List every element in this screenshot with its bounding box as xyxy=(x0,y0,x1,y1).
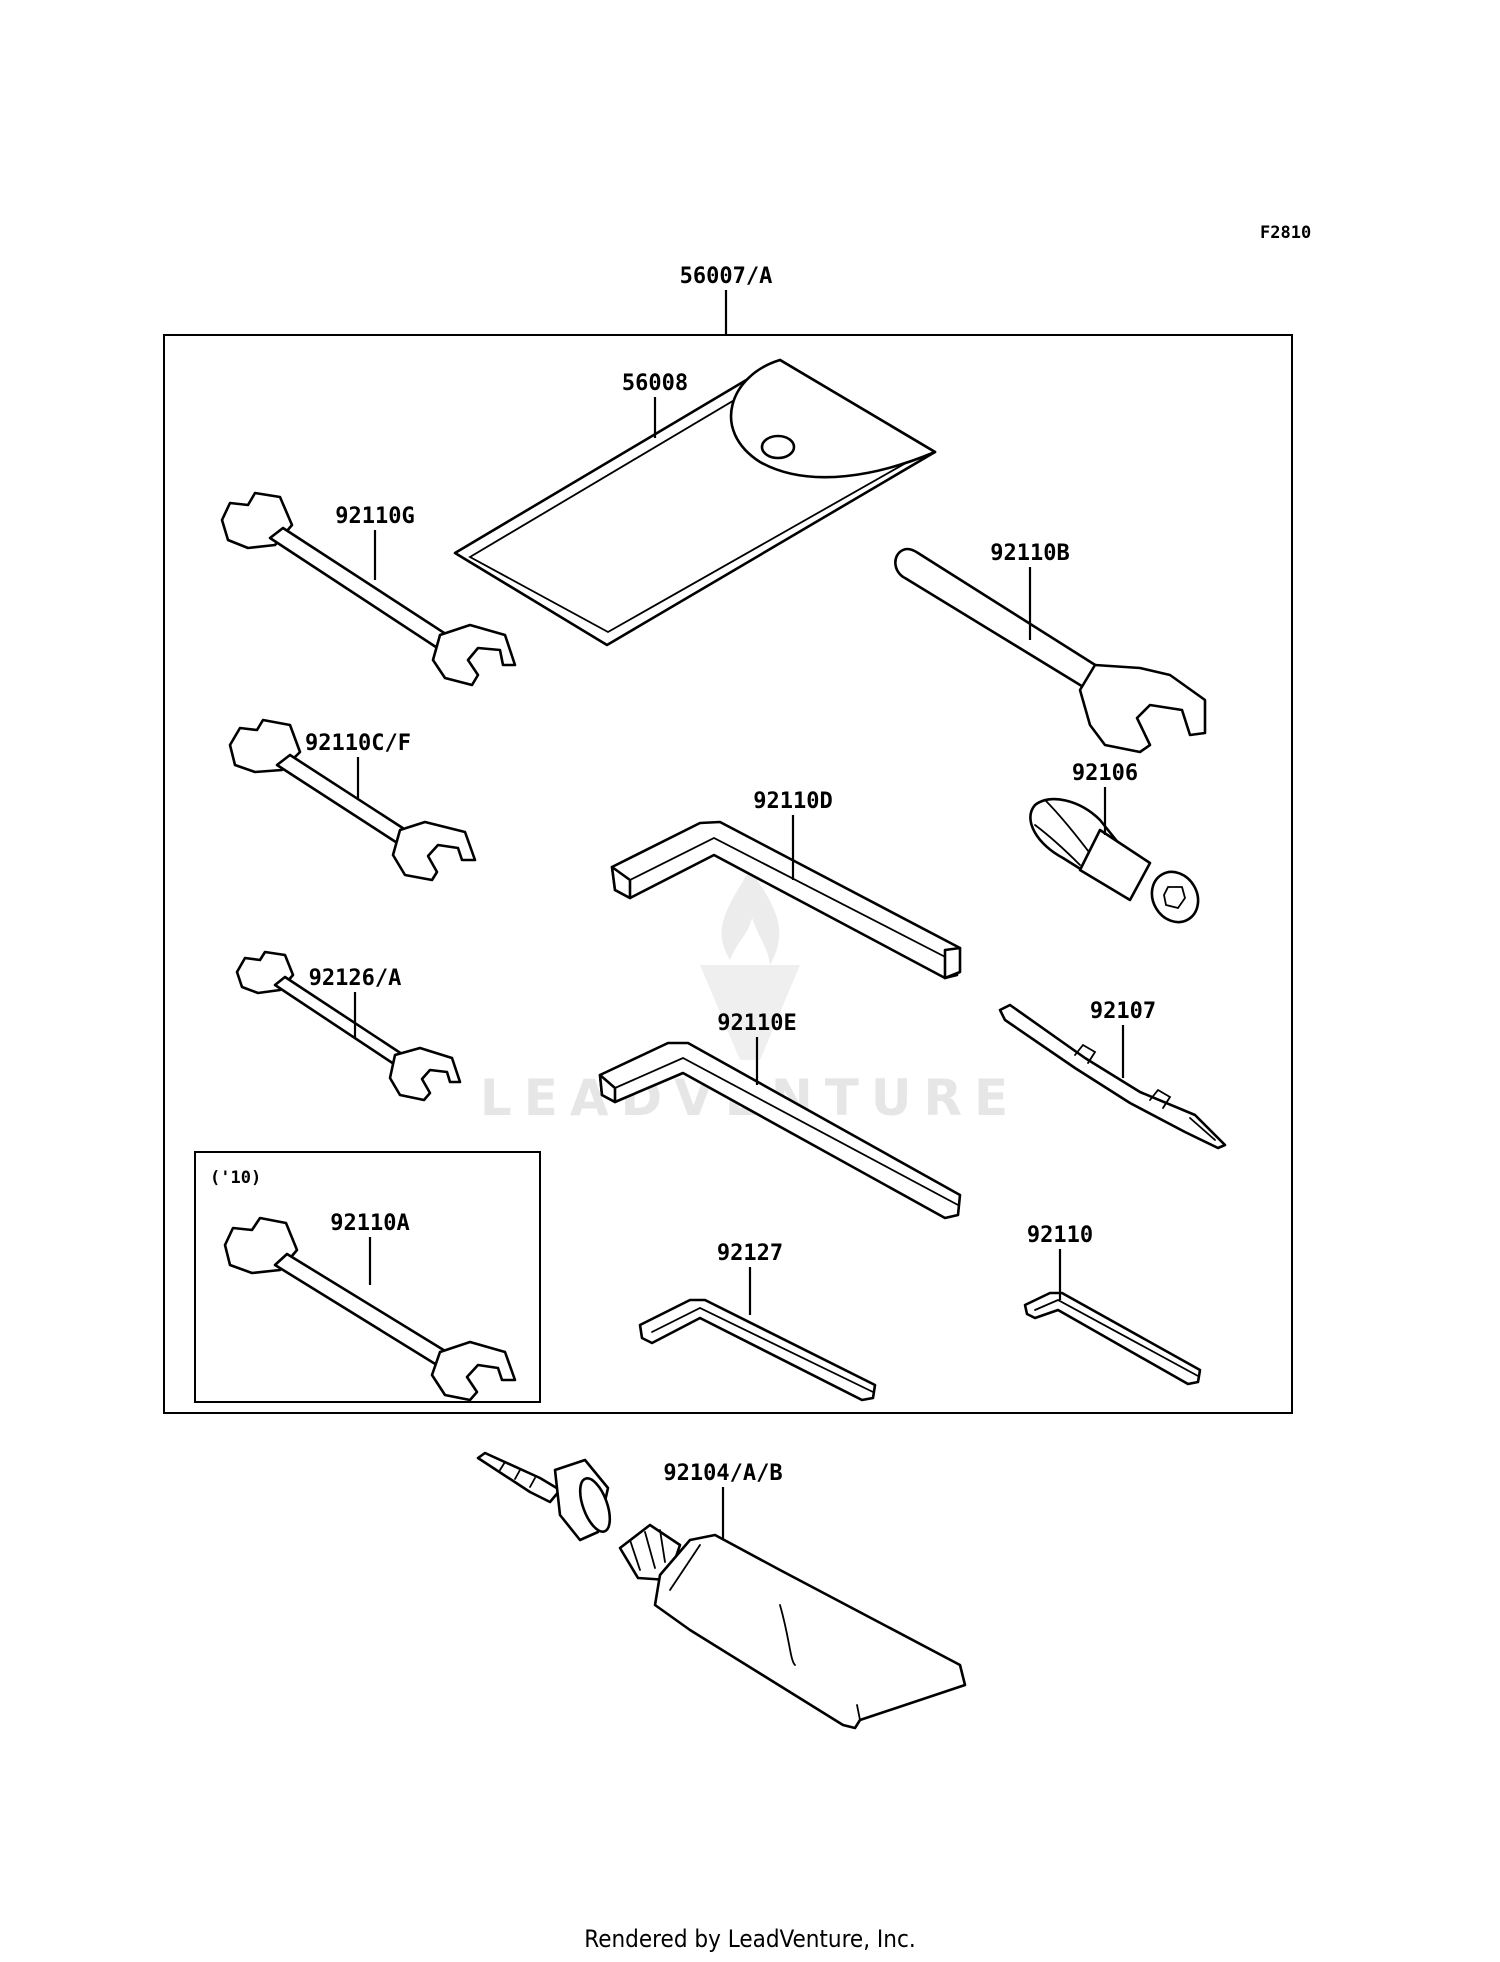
tube-nozzle-cap-opening xyxy=(578,1477,612,1533)
hex-key-92110: 92110 xyxy=(1023,1223,1202,1386)
wrench-cf-head-left xyxy=(228,718,302,774)
wrench-92110g: 92110G xyxy=(220,491,517,687)
wrench-b-handle xyxy=(894,547,1102,690)
wrench-92110cf: 92110C/F xyxy=(228,718,477,882)
hex-d-edge xyxy=(629,836,958,964)
figure-code: F2810 xyxy=(1260,223,1311,243)
wrench-cf-head-right xyxy=(391,820,477,882)
sub-box-frame xyxy=(194,1151,541,1403)
hex-d-end-short xyxy=(610,865,632,900)
label-wrench-b: 92110B xyxy=(990,541,1069,566)
pouch-body xyxy=(453,358,937,647)
tube-cap-ribs xyxy=(629,1529,666,1571)
label-wrench-cf: 92110C/F xyxy=(305,731,411,756)
hex-key-92110e: 92110E xyxy=(598,1011,962,1220)
pouch-snap-button xyxy=(760,434,796,460)
screwdriver-92107: 92107 xyxy=(998,999,1227,1150)
driver-handle-92106: 92106 xyxy=(1029,761,1200,924)
watermark-flame-icon xyxy=(721,870,780,965)
wrench-b-head xyxy=(1078,663,1207,754)
label-grease-tube: 92104/A/B xyxy=(663,1461,782,1486)
sub-box-ref: ('10) xyxy=(210,1168,261,1188)
tube-body xyxy=(653,1533,967,1730)
hex-key-92110d: 92110D xyxy=(610,789,962,980)
hex-d-body xyxy=(610,820,962,980)
screwdriver-shaft xyxy=(998,1003,1227,1150)
wrench-a-head-left xyxy=(223,1216,299,1275)
label-hex-e: 92110E xyxy=(717,1011,796,1036)
tool-pouch: 56008 xyxy=(453,358,937,647)
kit-label: 56007/A xyxy=(680,264,773,289)
wrench-g-head-right xyxy=(431,623,517,687)
label-hex-110: 92110 xyxy=(1027,1223,1093,1248)
label-screwdriver: 92107 xyxy=(1090,999,1156,1024)
driver-handle-shaft xyxy=(1078,828,1152,902)
pouch-flap xyxy=(729,358,937,479)
hex-d-end-long xyxy=(943,946,962,980)
hex-110-body xyxy=(1023,1291,1202,1386)
tube-label-band-edge xyxy=(779,1604,796,1666)
hex-110-edge xyxy=(1034,1298,1199,1377)
wrench-92110b: 92110B xyxy=(894,541,1207,754)
hex-e-end-short xyxy=(598,1073,617,1104)
grease-tube-92104: 92104/A/B xyxy=(476,1451,967,1730)
label-wrench-126: 92126/A xyxy=(309,966,402,991)
label-wrench-g: 92110G xyxy=(335,504,414,529)
label-pouch: 56008 xyxy=(622,371,688,396)
label-hex-127: 92127 xyxy=(717,1241,783,1266)
wrench-a-head-right xyxy=(430,1340,517,1402)
label-hex-d: 92110D xyxy=(753,789,832,814)
wrench-a-shank xyxy=(273,1252,457,1372)
label-wrench-a: 92110A xyxy=(330,1211,409,1236)
wrench-cf-shank xyxy=(275,753,417,850)
hex-127-edge xyxy=(651,1306,874,1393)
label-driver-handle: 92106 xyxy=(1072,761,1138,786)
wrench-126-head-right xyxy=(388,1046,462,1102)
screwdriver-notch-1 xyxy=(1074,1043,1097,1064)
tube-nozzle-rings xyxy=(499,1461,536,1488)
footer-credit: Rendered by LeadVenture, Inc. xyxy=(584,1925,915,1953)
sub-box-10: ('10) 92110A xyxy=(194,1151,541,1403)
screwdriver-tip-line xyxy=(1189,1117,1216,1141)
tube-nozzle xyxy=(476,1451,562,1504)
driver-handle-groove-2 xyxy=(1034,824,1081,866)
hex-key-92127: 92127 xyxy=(638,1241,877,1402)
tube-crimp-line xyxy=(856,1704,861,1721)
kit-frame xyxy=(163,334,1293,1414)
tube-shoulder xyxy=(669,1544,701,1591)
wrench-92126a: 92126/A xyxy=(235,950,462,1102)
hex-127-body xyxy=(638,1298,877,1402)
hex-e-edge xyxy=(614,1056,959,1206)
driver-handle-end xyxy=(1150,870,1200,924)
screwdriver-notch-2 xyxy=(1149,1088,1172,1109)
watermark-v-icon xyxy=(700,965,800,1060)
driver-handle-hex-socket xyxy=(1163,886,1186,910)
wrench-g-shank xyxy=(268,526,457,655)
